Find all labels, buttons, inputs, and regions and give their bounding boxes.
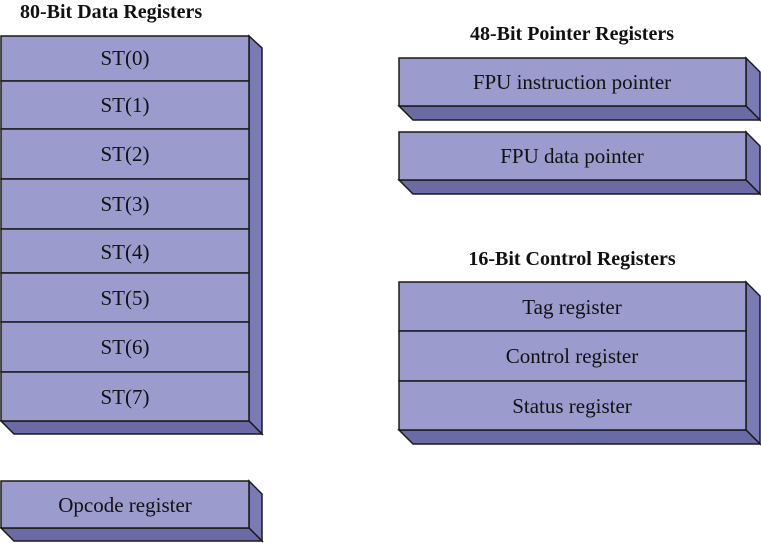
register-st2: ST(2): [0, 128, 250, 180]
register-st1-label: ST(1): [101, 93, 150, 117]
control-register-stack: Tag register Control register Status reg…: [397, 280, 761, 446]
data-registers-heading: 80-Bit Data Registers: [20, 1, 202, 23]
fpu-instruction-pointer-label: FPU instruction pointer: [473, 70, 671, 94]
opcode-register: Opcode register: [0, 479, 264, 543]
control-register: Control register: [398, 330, 747, 382]
data-stack-bottom: [0, 420, 264, 435]
register-st0: ST(0): [0, 35, 250, 82]
fpu-data-pointer: FPU data pointer: [397, 130, 761, 196]
register-st3-label: ST(3): [101, 192, 150, 216]
register-st5: ST(5): [0, 272, 250, 323]
control-register-label: Control register: [506, 344, 638, 368]
opcode-register-label: Opcode register: [58, 493, 192, 517]
data-register-stack: ST(0) ST(1) ST(2) ST(3) ST(4) ST(5) ST(6…: [0, 34, 264, 436]
status-register: Status register: [398, 380, 747, 431]
register-st6: ST(6): [0, 321, 250, 373]
register-st4-label: ST(4): [101, 240, 150, 264]
fpu-instruction-pointer: FPU instruction pointer: [397, 56, 761, 122]
register-st3: ST(3): [0, 178, 250, 230]
register-st1: ST(1): [0, 80, 250, 130]
register-st0-label: ST(0): [101, 46, 150, 70]
register-st2-label: ST(2): [101, 142, 150, 166]
tag-register-label: Tag register: [522, 295, 621, 319]
register-st7-label: ST(7): [101, 385, 150, 409]
status-register-label: Status register: [512, 394, 632, 418]
register-st4: ST(4): [0, 228, 250, 274]
tag-register: Tag register: [398, 281, 747, 332]
data-stack-side: [248, 34, 263, 436]
control-registers-heading: 16-Bit Control Registers: [468, 248, 676, 270]
register-st6-label: ST(6): [101, 335, 150, 359]
pointer-registers-heading: 48-Bit Pointer Registers: [470, 23, 674, 45]
register-st5-label: ST(5): [101, 286, 150, 310]
register-st7: ST(7): [0, 371, 250, 422]
fpu-data-pointer-label: FPU data pointer: [500, 144, 643, 168]
